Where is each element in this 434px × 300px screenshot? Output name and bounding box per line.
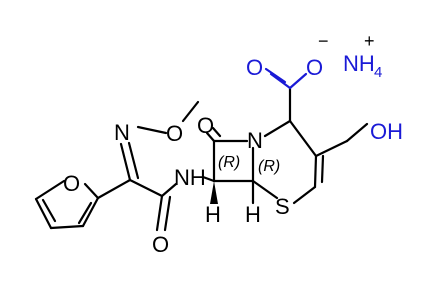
bond: [136, 125, 168, 135]
stereo-descriptor-left: (R): [218, 154, 240, 171]
bond: [251, 179, 279, 200]
bond: [128, 178, 164, 198]
carboxylate-oxygen-2-label: O: [306, 55, 323, 80]
bond: [345, 122, 369, 143]
bond: [163, 195, 172, 232]
bond: [49, 224, 85, 230]
bond: [313, 154, 318, 189]
bond: [314, 139, 349, 158]
bond: [83, 182, 100, 200]
bond: [201, 175, 216, 183]
bond: [119, 142, 132, 182]
bond: [41, 198, 57, 223]
h-left-label: H: [205, 202, 221, 227]
furan-ring: [34, 179, 100, 230]
ring-nitrogen-label: N: [247, 128, 263, 153]
amide-oxygen-label: O: [152, 232, 169, 257]
bond: [288, 119, 318, 158]
carboxylate-charge: −: [318, 31, 329, 51]
bond: [264, 67, 287, 84]
bond: [34, 197, 53, 230]
bond: [320, 154, 325, 184]
bond: [77, 201, 93, 225]
bond: [263, 119, 292, 138]
amide-nh-label: NH: [174, 165, 206, 190]
sulfur-label: S: [275, 194, 290, 219]
ammonium-subscript: 4: [374, 64, 382, 81]
bond: [205, 131, 216, 143]
bond: [288, 72, 308, 90]
oxime-nitrogen-label: N: [114, 120, 130, 145]
bond: [211, 126, 222, 138]
thiazine-ring: [251, 119, 325, 205]
bond: [160, 182, 178, 198]
h-right-label: H: [245, 202, 261, 227]
ammonium-charge: +: [364, 31, 375, 51]
bond: [292, 185, 317, 205]
bond: [155, 194, 164, 232]
carboxylate-oxygen-1-label: O: [246, 55, 263, 80]
bond: [81, 196, 100, 228]
bond: [181, 100, 200, 123]
lactam-oxygen-label: O: [197, 113, 214, 138]
beta-lactam-ring: [212, 139, 255, 183]
wedge-bond-h-left: [210, 181, 218, 204]
bond: [96, 178, 132, 200]
hydroxyl-label: OH: [370, 119, 403, 144]
bond: [34, 179, 66, 201]
methoxy-oxygen-label: O: [166, 121, 183, 146]
furan-oxygen-label: O: [63, 171, 80, 196]
bond: [127, 141, 140, 180]
bond: [269, 72, 292, 90]
ammonium-label: NH: [343, 51, 375, 76]
stereo-descriptor-right: (R): [258, 158, 280, 175]
